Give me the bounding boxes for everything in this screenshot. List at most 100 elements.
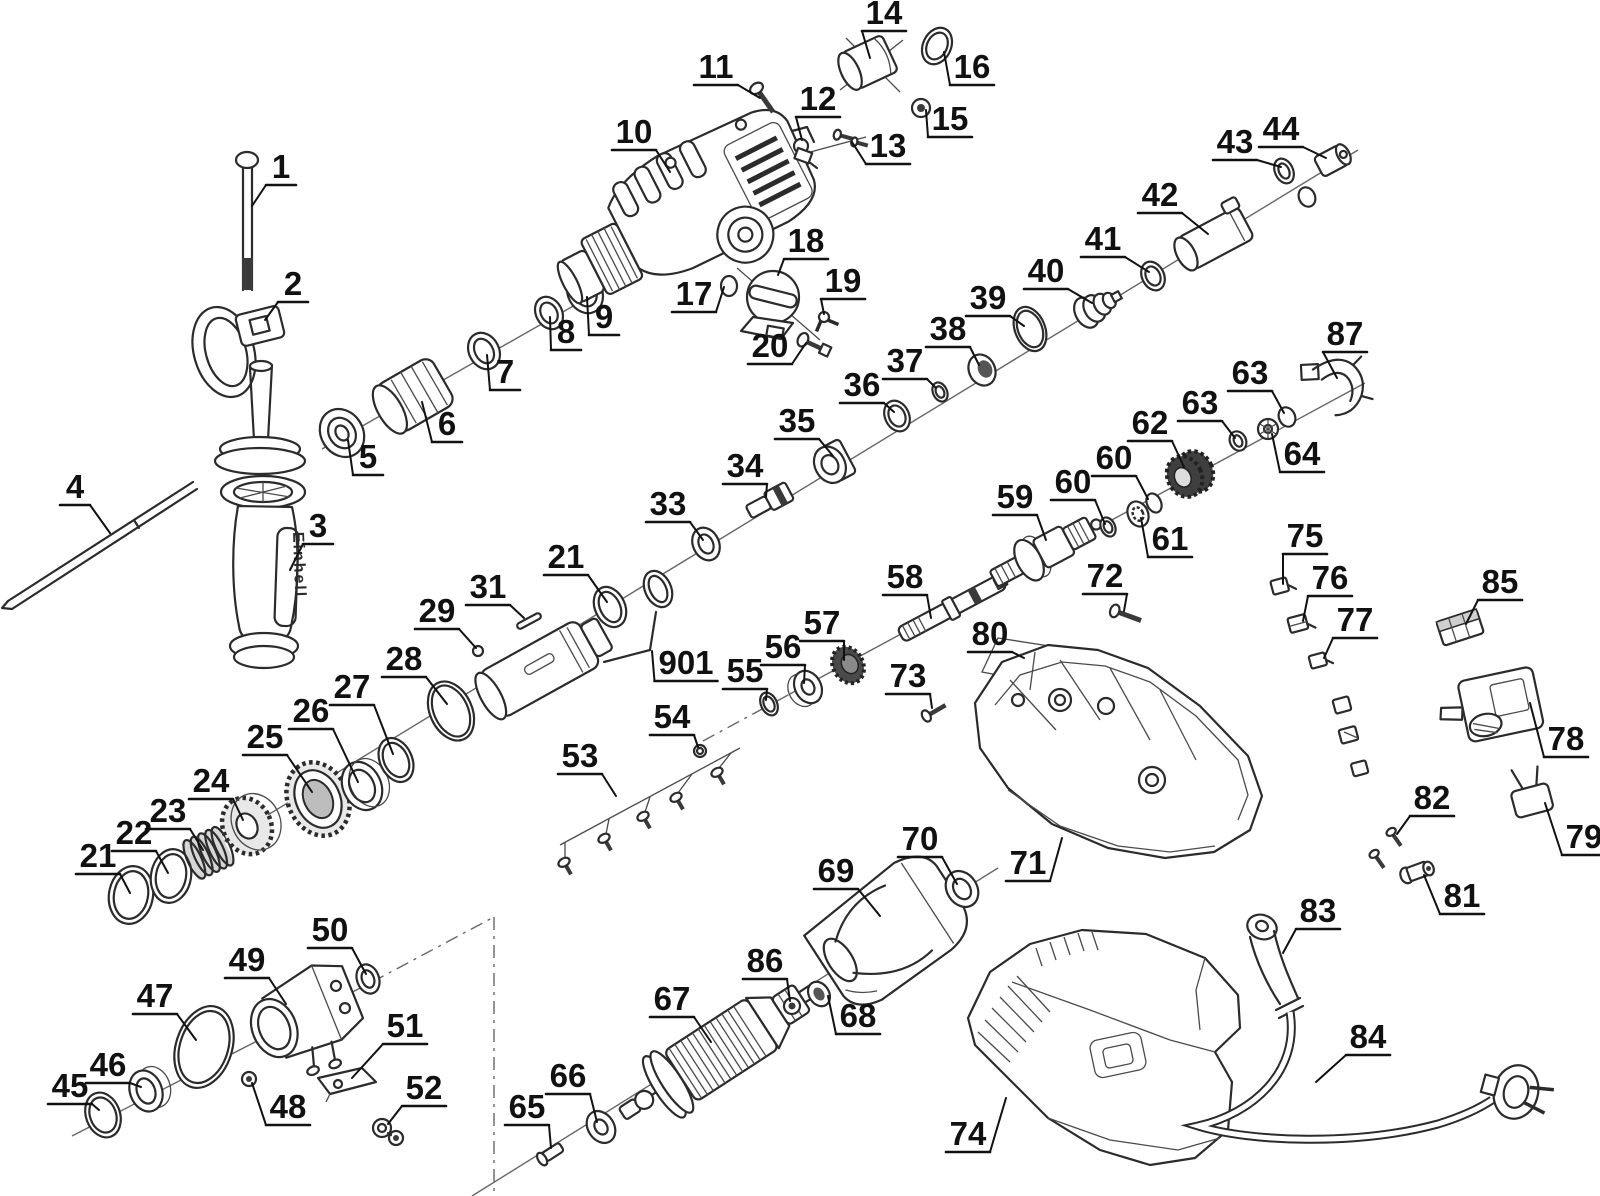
- leader-line: [1171, 440, 1185, 468]
- part-18-mode-selector-knob: [739, 269, 801, 341]
- part-45-oring: [84, 1091, 122, 1139]
- part-17-ring: [719, 274, 739, 298]
- leader-line: [289, 543, 304, 571]
- part-39-oring: [1012, 305, 1048, 353]
- part-label-13: 13: [869, 127, 907, 165]
- leader-line: [387, 1105, 403, 1125]
- part-label-28: 28: [385, 640, 423, 678]
- leader-line: [486, 354, 491, 391]
- leader-line: [765, 483, 768, 498]
- part-85-switch-block: [1435, 608, 1485, 647]
- part-label-57: 57: [803, 604, 841, 642]
- leader-line: [827, 995, 837, 1035]
- leader-line: [1221, 420, 1236, 439]
- leader-line: [586, 296, 590, 336]
- part-38-bearing: [967, 353, 997, 387]
- leader-line: [268, 977, 287, 1005]
- part-label-21: 21: [79, 837, 117, 875]
- part-7-ring: [466, 331, 502, 371]
- part-label-49: 49: [228, 941, 266, 979]
- leader-line: [1181, 212, 1209, 235]
- leader-line: [509, 604, 525, 619]
- part-label-60: 60: [1095, 439, 1133, 477]
- leader-line: [926, 594, 932, 619]
- part-label-63: 63: [1181, 384, 1219, 422]
- part-label-1: 1: [271, 148, 291, 186]
- leader-line: [91, 1103, 100, 1111]
- part-label-62: 62: [1131, 404, 1169, 442]
- part-42-cylinder: [1173, 196, 1254, 272]
- part-label-63: 63: [1231, 354, 1269, 392]
- part-35-bearing: [812, 438, 857, 485]
- leader-line: [332, 728, 359, 783]
- part-27-ring: [377, 736, 415, 784]
- part-label-35: 35: [778, 402, 816, 440]
- part-label-12: 12: [799, 80, 837, 118]
- leader-line: [765, 688, 768, 701]
- part-label-87: 87: [1326, 315, 1364, 353]
- part-53-screw-set: [557, 747, 741, 876]
- part-label-59: 59: [996, 478, 1034, 516]
- leader-line: [943, 51, 951, 86]
- part-61-lock-washer: [1126, 500, 1150, 528]
- leader-line: [786, 978, 791, 1002]
- part-22-oring: [149, 848, 193, 904]
- part-12-clip: [790, 125, 819, 170]
- leader-line: [189, 828, 204, 851]
- part-44-bush: [1313, 143, 1352, 177]
- leader-line: [1302, 595, 1309, 622]
- leader-line: [925, 109, 929, 138]
- leader-line: [264, 301, 279, 321]
- leader-line: [1315, 1054, 1347, 1083]
- part-label-66: 66: [549, 1057, 587, 1095]
- part-label-41: 41: [1084, 220, 1122, 258]
- part-label-43: 43: [1216, 123, 1254, 161]
- part-label-39: 39: [969, 279, 1007, 317]
- part-label-16: 16: [953, 48, 991, 86]
- part-label-86: 86: [746, 942, 784, 980]
- leader-line: [176, 1013, 197, 1041]
- part-label-26: 26: [292, 692, 330, 730]
- part-51-plate: [316, 1066, 378, 1103]
- part-label-82: 82: [1413, 779, 1451, 817]
- part-label-77: 77: [1336, 601, 1374, 639]
- brand-logo-text: Einhell: [289, 532, 308, 599]
- leader-line: [777, 258, 785, 276]
- leader-line: [1271, 390, 1285, 414]
- part-label-40: 40: [1027, 252, 1065, 290]
- leader-line: [601, 773, 617, 797]
- part-label-24: 24: [192, 762, 230, 800]
- leader-line: [857, 888, 881, 917]
- part-label-53: 53: [561, 737, 599, 775]
- leader-line: [458, 628, 477, 649]
- part-55-ring: [759, 691, 779, 717]
- leader-line: [1271, 433, 1281, 473]
- part-label-47: 47: [136, 977, 174, 1015]
- part-901-piston: [474, 617, 613, 721]
- part-79-capacitor: [1510, 765, 1554, 819]
- part-86-nut: [782, 996, 802, 1016]
- part-label-14: 14: [865, 0, 903, 32]
- part-label-69: 69: [817, 852, 855, 890]
- leader-line: [1282, 928, 1297, 954]
- leader-line: [1396, 815, 1411, 835]
- part-label-3: 3: [308, 507, 328, 545]
- part-label-23: 23: [149, 792, 187, 830]
- part-label-55: 55: [726, 652, 764, 690]
- part-74-motor-housing: [966, 928, 1242, 1167]
- part-label-54: 54: [653, 698, 691, 736]
- leader-line: [820, 298, 825, 315]
- leader-line: [851, 141, 867, 165]
- part-label-83: 83: [1299, 892, 1337, 930]
- leader-line: [1011, 651, 1025, 659]
- leader-line: [347, 439, 354, 476]
- part-label-52: 52: [405, 1069, 443, 1107]
- leader-line: [548, 1124, 552, 1149]
- part-13-screws: [832, 128, 869, 148]
- part-10-gearbox-housing: [556, 108, 816, 305]
- part-label-68: 68: [839, 997, 877, 1035]
- leader-line: [1123, 593, 1128, 612]
- leader-line: [1323, 637, 1334, 659]
- part-5-bearing: [318, 407, 366, 459]
